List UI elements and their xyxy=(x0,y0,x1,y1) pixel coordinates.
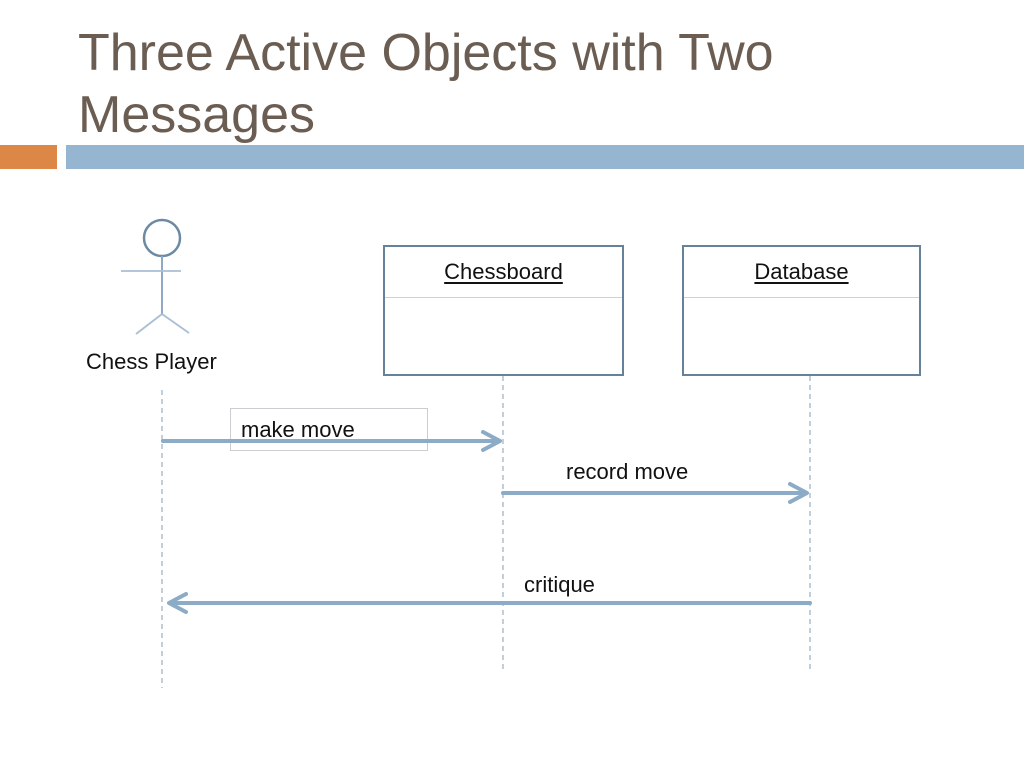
critique-arrowhead xyxy=(167,592,188,614)
message-label-record-move: record move xyxy=(566,459,689,484)
message-label-make-move-box: make move xyxy=(230,408,428,451)
database-object-header: Database xyxy=(684,247,919,298)
message-arrows xyxy=(161,430,812,614)
make-move-arrowhead xyxy=(481,430,502,452)
accent-bar-blue xyxy=(66,145,1024,169)
message-label-make-move: make move xyxy=(241,416,355,442)
message-label-critique: critique xyxy=(524,572,595,597)
database-object-box: Database xyxy=(682,245,921,376)
slide-title: Three Active Objects with Two Messages xyxy=(78,22,774,146)
actor-left-leg xyxy=(135,313,163,335)
chessboard-object-box: Chessboard xyxy=(383,245,624,376)
actor-figure xyxy=(121,218,190,335)
chessboard-label: Chessboard xyxy=(444,259,563,284)
slide-title-line2: Messages xyxy=(78,86,315,144)
record-move-arrow xyxy=(501,482,809,504)
record-move-arrowhead xyxy=(788,482,809,504)
database-label: Database xyxy=(754,259,849,284)
chessboard-object-header: Chessboard xyxy=(385,247,622,298)
slide-title-line1: Three Active Objects with Two xyxy=(78,24,774,82)
accent-bar-orange xyxy=(0,145,57,169)
critique-arrow xyxy=(167,592,812,614)
actor-right-leg xyxy=(161,313,190,334)
actor-label: Chess Player xyxy=(86,349,217,374)
actor-head xyxy=(142,218,182,258)
